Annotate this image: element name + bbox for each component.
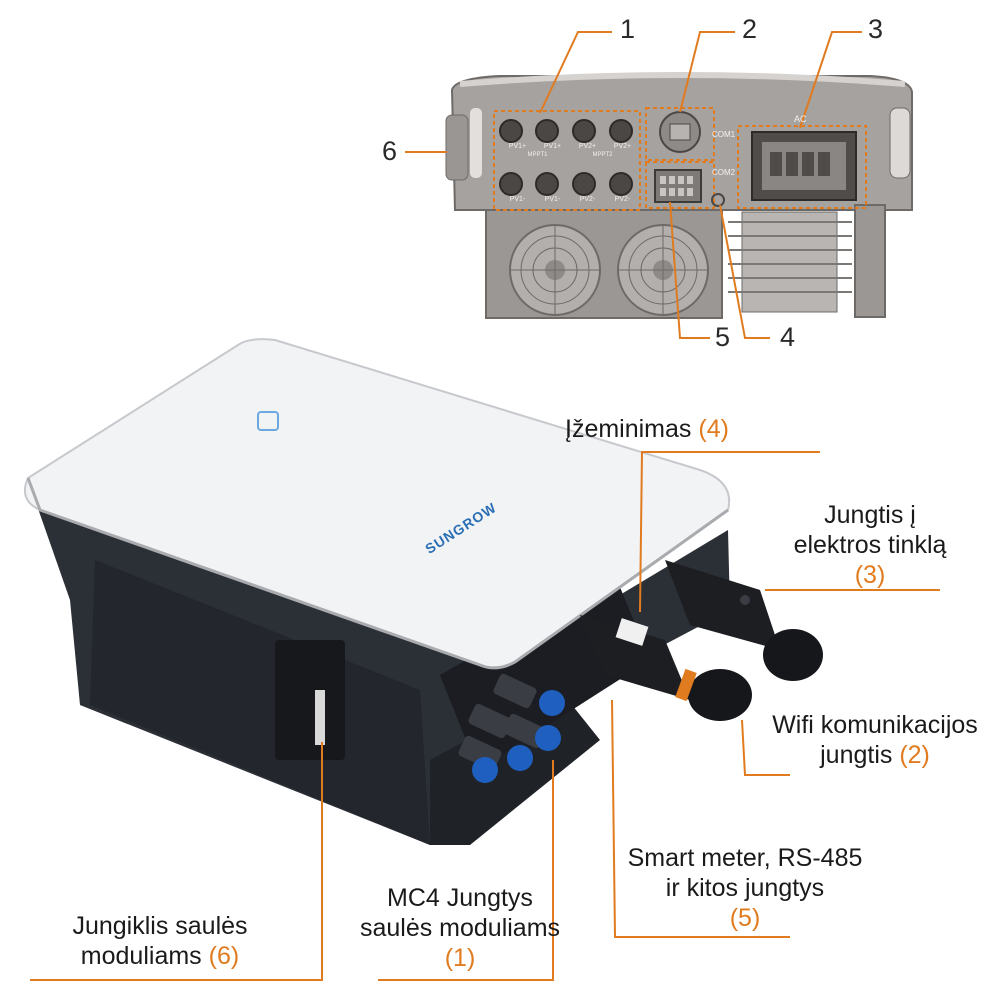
callout-number: (5) — [729, 904, 761, 932]
bottom-leader-lines — [30, 451, 940, 981]
callout-line: Jungiklis saulės — [72, 912, 248, 940]
ground-terminal — [711, 193, 725, 207]
pv-label-row-bottom: PV1- PV1- PV2- PV2- — [500, 196, 640, 206]
callout-line: Wifi komunikacijos — [772, 711, 978, 739]
diagram-number-1: 1 — [620, 14, 636, 44]
callout-text: Įžeminimas — [565, 415, 692, 443]
diagram-number-4: 4 — [780, 322, 796, 352]
mppt-label: MPPT1 — [527, 152, 548, 158]
mc4-connectors — [458, 673, 565, 783]
callout-line: saulės moduliams — [359, 914, 561, 942]
com2-outline — [645, 161, 715, 209]
com2-port — [654, 169, 702, 203]
callout-line: MC4 Jungtys — [387, 884, 533, 912]
callout-number: (4) — [698, 415, 729, 443]
callout-smart-meter: Smart meter, RS-485 ir kitos jungtys (5) — [600, 843, 890, 933]
pv-label: PV1+ — [508, 143, 527, 150]
pv-label: PV1- — [509, 196, 526, 203]
callout-wifi: Wifi komunikacijos jungtis (2) — [755, 710, 995, 770]
pv-label: PV2- — [579, 196, 596, 203]
callout-number: (6) — [208, 942, 240, 970]
pv-label-row-top: PV1+ PV1+ PV2+ PV2+ — [500, 143, 640, 153]
callout-line: elektros tinklą — [793, 531, 947, 559]
callout-grounding: Įžeminimas (4) — [565, 414, 729, 444]
mppt-label: MPPT2 — [592, 152, 613, 158]
pv-label: PV1- — [544, 196, 561, 203]
callout-mc4: MC4 Jungtys saulės moduliams (1) — [345, 883, 575, 973]
pv-ports-outline — [493, 110, 641, 211]
callout-number: (3) — [854, 561, 886, 589]
ac-connector — [665, 560, 823, 681]
wifi-dongle — [580, 615, 752, 721]
com2-label: COM2 — [712, 168, 736, 177]
ac-outline — [737, 125, 867, 209]
fan-right — [617, 224, 709, 316]
pv-label: PV2+ — [578, 143, 597, 150]
callout-line: ir kitos jungtys — [665, 874, 825, 902]
pv-label: PV1+ — [543, 143, 562, 150]
led-indicator — [257, 411, 279, 431]
dc-switch-housing — [275, 640, 345, 760]
diagram-number-2: 2 — [742, 14, 758, 44]
callout-line: moduliams — [80, 942, 202, 970]
diagram-number-5: 5 — [715, 322, 731, 352]
callout-line: jungtis — [820, 741, 893, 769]
callout-switch: Jungiklis saulės moduliams (6) — [40, 911, 280, 971]
callout-grid: Jungtis į elektros tinklą (3) — [770, 500, 970, 590]
com1-label: COM1 — [712, 130, 736, 139]
pv-connectors — [499, 119, 633, 196]
pv-label: PV2- — [614, 196, 631, 203]
callout-line: Smart meter, RS-485 — [627, 844, 863, 872]
ac-label: AC — [794, 114, 807, 124]
top-leader-lines — [405, 31, 862, 339]
callout-number: (2) — [899, 741, 930, 769]
callout-line: Jungtis į — [824, 501, 916, 529]
inverter-body — [24, 338, 731, 845]
callout-number: (1) — [444, 944, 476, 972]
com1-outline — [645, 107, 715, 161]
mppt-label-row: MPPT1 MPPT2 — [505, 152, 635, 162]
dc-switch — [315, 690, 325, 745]
fan-left — [509, 224, 601, 316]
pv-label: PV2+ — [613, 143, 632, 150]
diagram-number-3: 3 — [868, 14, 884, 44]
diagram-number-6: 6 — [382, 136, 398, 166]
